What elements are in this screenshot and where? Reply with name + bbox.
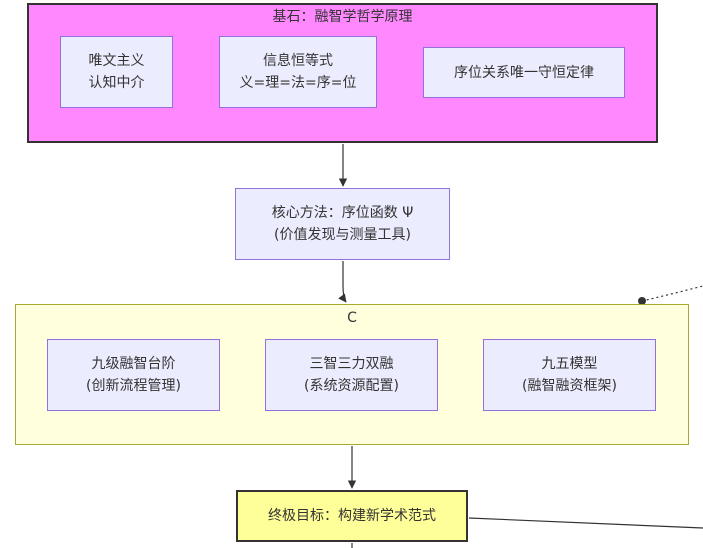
node-textualism: 唯文主义 认知中介 [60, 36, 173, 108]
node-label-line: 九五模型 [541, 356, 598, 372]
node-label-line: 信息恒等式 [263, 53, 333, 69]
node-ultimate-goal: 终极目标：构建新学术范式 [236, 490, 468, 542]
foundation-title: 基石：融智学哲学原理 [272, 9, 413, 25]
node-nine-level-steps: 九级融智台阶 (创新流程管理) [47, 339, 220, 411]
node-label-line: (价值发现与测量工具) [274, 227, 411, 243]
node-label-line: 义=理=法=序=位 [239, 75, 357, 91]
node-label-line: (融智融资框架) [522, 378, 617, 394]
node-three-wisdom-fusion: 三智三力双融 (系统资源配置) [265, 339, 438, 411]
node-core-method: 核心方法：序位函数 Ψ (价值发现与测量工具) [235, 188, 450, 260]
edge-goal-to-right [468, 517, 703, 529]
node-label-line: (系统资源配置) [304, 378, 399, 394]
dotted-edge-endpoint [638, 297, 646, 305]
cluster-c-title: C [347, 310, 357, 326]
node-label-line: (创新流程管理) [86, 378, 181, 394]
dotted-edge-to-right [641, 285, 703, 302]
node-information-equation: 信息恒等式 义=理=法=序=位 [219, 36, 377, 108]
node-order-conservation-law: 序位关系唯一守恒定律 [423, 47, 625, 98]
node-label-line: 唯文主义 [88, 53, 145, 69]
node-label-line: 三智三力双融 [309, 356, 394, 372]
node-label-line: 核心方法：序位函数 Ψ [271, 205, 414, 221]
node-label-line: 认知中介 [88, 75, 145, 91]
node-label-line: 序位关系唯一守恒定律 [454, 64, 594, 81]
node-label-line: 终极目标：构建新学术范式 [268, 508, 436, 524]
node-nine-five-model: 九五模型 (融智融资框架) [483, 339, 656, 411]
edge-method-to-cluster-c [338, 261, 347, 303]
node-label-line: 九级融智台阶 [91, 356, 176, 372]
